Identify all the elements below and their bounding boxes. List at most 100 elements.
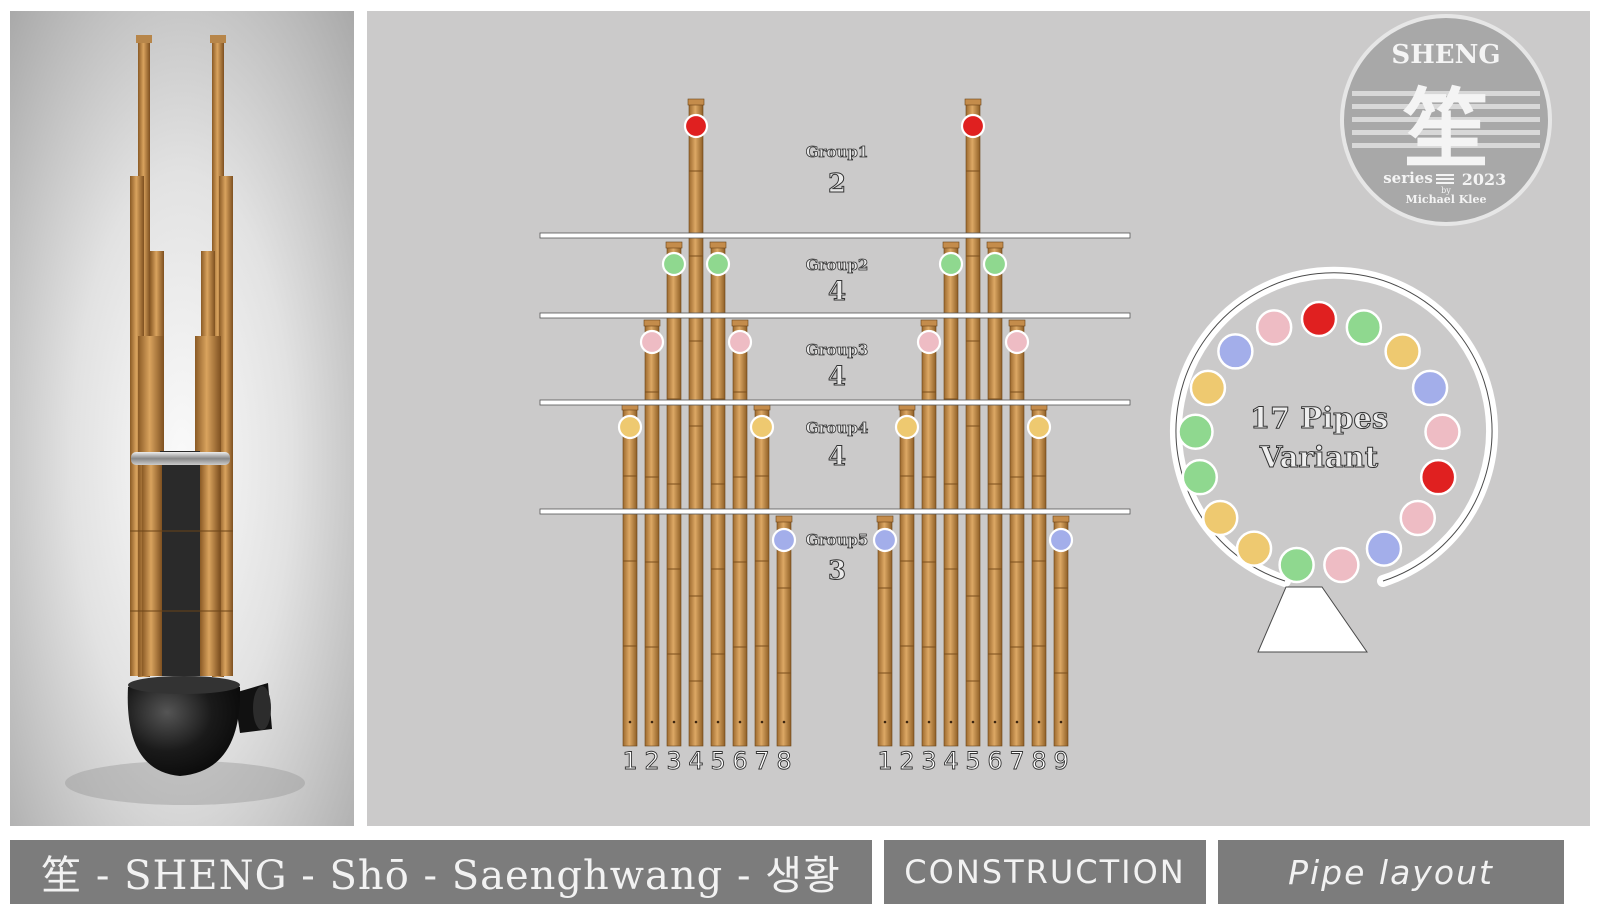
finger-hole <box>716 720 720 724</box>
variant-group-2-marker <box>1278 546 1315 584</box>
group-label: Group5 <box>806 531 869 549</box>
variant-group-1-marker <box>1300 300 1338 338</box>
pipe <box>987 243 1003 747</box>
pipe-cap <box>687 98 705 106</box>
pipe-cap <box>1052 515 1070 523</box>
variant-group-3-marker <box>1424 413 1461 451</box>
pipe-number: 1 <box>622 747 637 775</box>
pipe <box>666 243 682 747</box>
variant-group-3-marker <box>1255 309 1293 346</box>
pipe <box>644 321 660 747</box>
pipe-number: 6 <box>732 747 747 775</box>
variant-line1: 17 Pipes <box>1250 401 1388 435</box>
logo-by: by <box>1441 186 1451 195</box>
finger-hole <box>650 720 654 724</box>
pipe-cap <box>775 515 793 523</box>
pipe <box>622 405 638 747</box>
group-count: 4 <box>828 362 846 392</box>
group-count: 3 <box>828 556 846 586</box>
sheng-pipes <box>130 35 233 677</box>
pipe <box>877 517 893 747</box>
group-divider-bar <box>539 232 1131 239</box>
group-count: 4 <box>828 442 846 472</box>
group-2-marker <box>938 251 964 277</box>
sheng-bowl <box>127 676 272 776</box>
group-label: Group4 <box>806 419 869 437</box>
logo-series: series <box>1383 169 1433 187</box>
finger-hole <box>672 720 676 724</box>
pipe <box>921 321 937 747</box>
group-divider-bar <box>539 399 1131 406</box>
variant-group-4-marker <box>1235 530 1273 567</box>
group-5-marker <box>771 527 797 553</box>
variant-group-2-marker <box>1181 458 1219 496</box>
footer-title: 笙 - SHENG - Shō - Saenghwang - 생황 <box>10 840 872 904</box>
logo-year: 2023 <box>1462 170 1507 189</box>
finger-hole <box>993 720 997 724</box>
group-3-marker <box>727 329 753 355</box>
pipe <box>688 100 704 747</box>
sheng-instrument-illustration <box>65 35 305 805</box>
finger-hole <box>905 720 909 724</box>
finger-hole <box>949 720 953 724</box>
variant-group-5-marker <box>1217 333 1254 370</box>
pipe-number: 3 <box>921 747 936 775</box>
pipe <box>710 243 726 747</box>
finger-hole <box>1037 720 1041 724</box>
finger-hole <box>1015 720 1019 724</box>
variant-group-2-marker <box>1177 413 1214 451</box>
group-3-marker <box>916 329 942 355</box>
wheel-stand <box>1257 586 1368 653</box>
pipe-number: 1 <box>877 747 892 775</box>
pipe-number: 4 <box>943 747 958 775</box>
finger-hole <box>738 720 742 724</box>
left-pipe-array <box>621 98 793 747</box>
pipe-number: 8 <box>776 747 791 775</box>
finger-hole <box>971 720 975 724</box>
pipe-cap <box>876 515 894 523</box>
group-divider-bar <box>539 508 1131 515</box>
finger-hole <box>927 720 931 724</box>
variant-group-2-marker <box>1345 309 1383 346</box>
right-pipe-array <box>876 98 1070 747</box>
pipe <box>943 243 959 747</box>
variant-group-4-marker <box>1384 333 1421 370</box>
group-5-marker <box>872 527 898 553</box>
pipe-cap <box>942 241 960 249</box>
pipe <box>776 517 792 747</box>
variant-group-4-marker <box>1189 369 1227 407</box>
pipe <box>1009 321 1025 747</box>
sheng-photo <box>10 11 354 826</box>
pipe <box>754 405 770 747</box>
pipe-number: 5 <box>710 747 725 775</box>
finger-hole <box>760 720 764 724</box>
pipe-cap <box>986 241 1004 249</box>
pipe <box>1053 517 1069 747</box>
group-label: Group1 <box>806 143 869 161</box>
group-count: 4 <box>828 277 846 307</box>
group-label: Group2 <box>806 256 869 274</box>
group-2-marker <box>661 251 687 277</box>
finger-hole <box>628 720 632 724</box>
group-4-marker <box>1026 414 1052 440</box>
group-1-marker <box>960 113 986 139</box>
group-4-marker <box>894 414 920 440</box>
logo-character: 笙 <box>1402 80 1489 180</box>
group-3-marker <box>639 329 665 355</box>
variant-group-5-marker <box>1411 369 1449 407</box>
variant-line2: Variant <box>1259 440 1379 474</box>
metal-band <box>131 452 230 465</box>
pipe-cap <box>665 241 683 249</box>
pipe-group-markers <box>617 113 1074 553</box>
pipe <box>965 100 981 747</box>
group-divider-bars <box>539 232 1131 515</box>
pipe <box>1031 405 1047 747</box>
pipe-cap <box>643 319 661 327</box>
pipe-cap <box>709 241 727 249</box>
finger-hole <box>883 720 887 724</box>
group-divider-bar <box>539 312 1131 319</box>
pipe-number: 2 <box>644 747 659 775</box>
pipe-number: 3 <box>666 747 681 775</box>
pipe-number: 8 <box>1031 747 1046 775</box>
